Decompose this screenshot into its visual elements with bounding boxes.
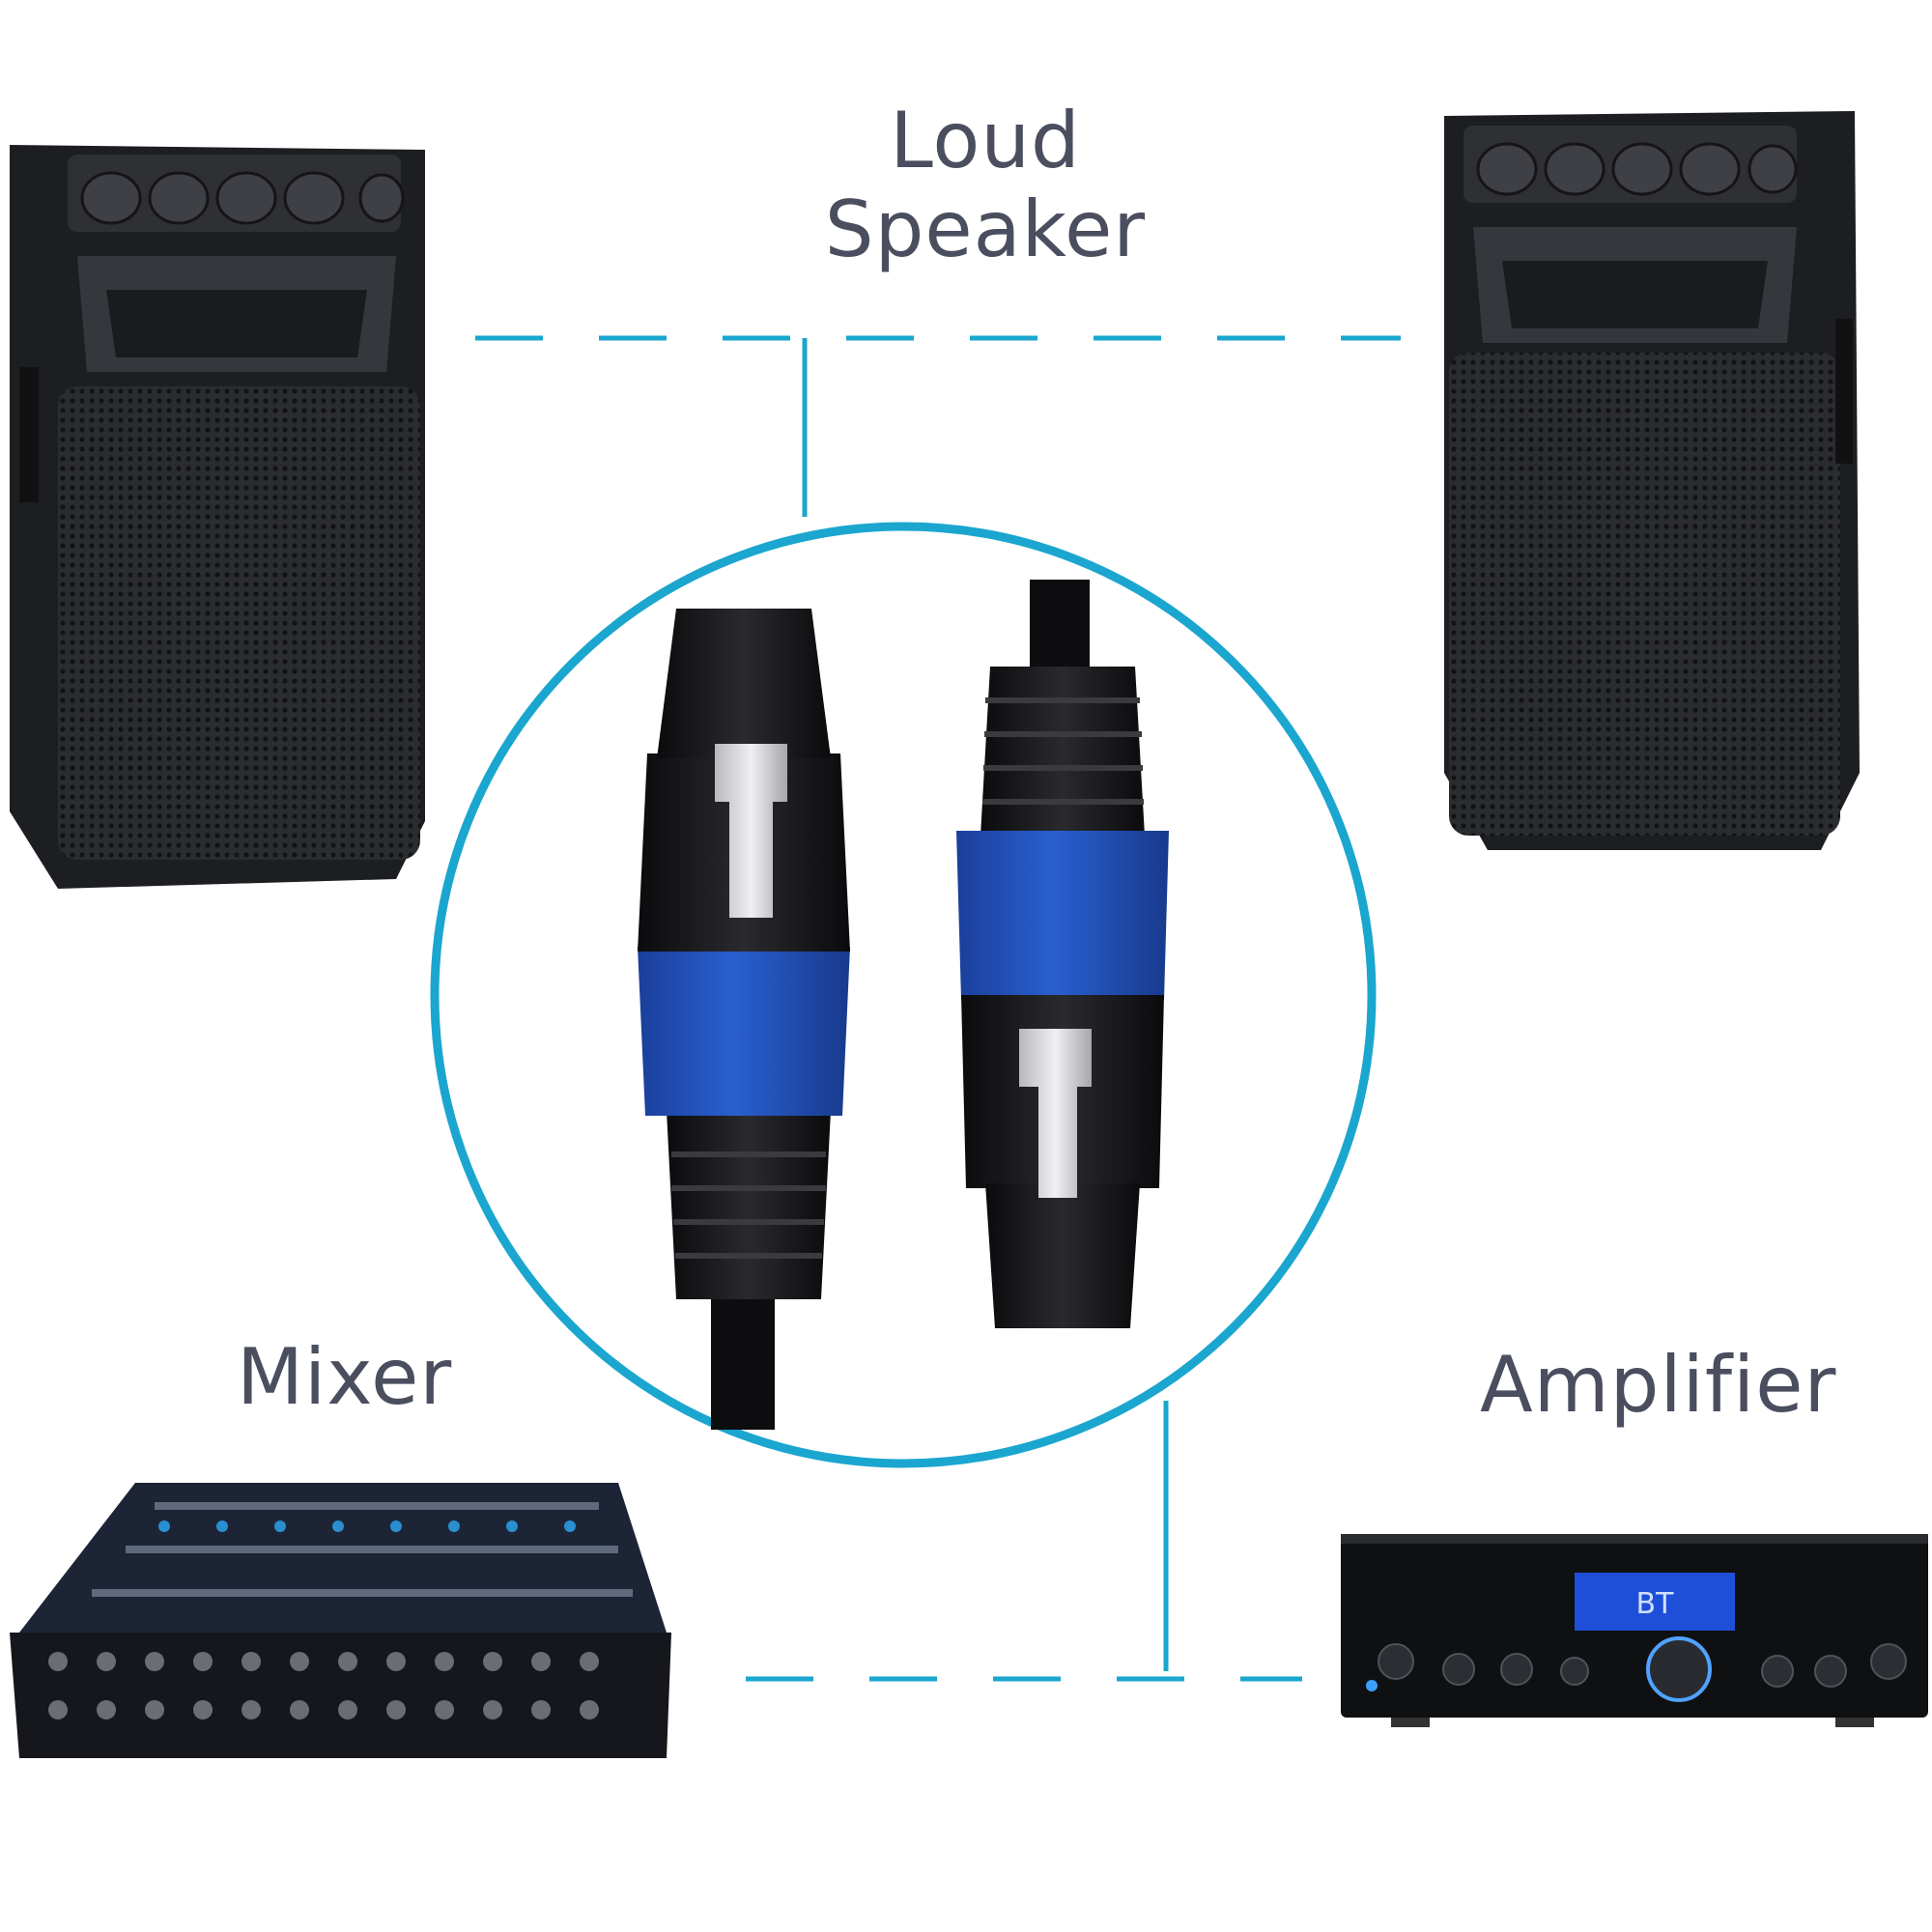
- amplifier-display-text: BT: [1636, 1587, 1675, 1621]
- amplifier-label: Amplifier: [1480, 1340, 1837, 1430]
- left-speaker: [10, 145, 425, 889]
- loud-speaker-label: Loud Speaker: [802, 97, 1169, 274]
- connector-detail-circle: [430, 522, 1377, 1468]
- left-speakon-connector: [638, 609, 850, 1430]
- right-speakon-connector: [956, 580, 1169, 1328]
- loud-speaker-label-line2: Speaker: [824, 185, 1147, 274]
- right-speaker: [1444, 111, 1860, 850]
- loud-speaker-label-line1: Loud: [890, 96, 1081, 185]
- amplifier-device: BT: [1341, 1534, 1928, 1727]
- connector-lines: [475, 335, 1401, 1682]
- mixer-device: [10, 1483, 671, 1758]
- mixer-label: Mixer: [237, 1332, 453, 1422]
